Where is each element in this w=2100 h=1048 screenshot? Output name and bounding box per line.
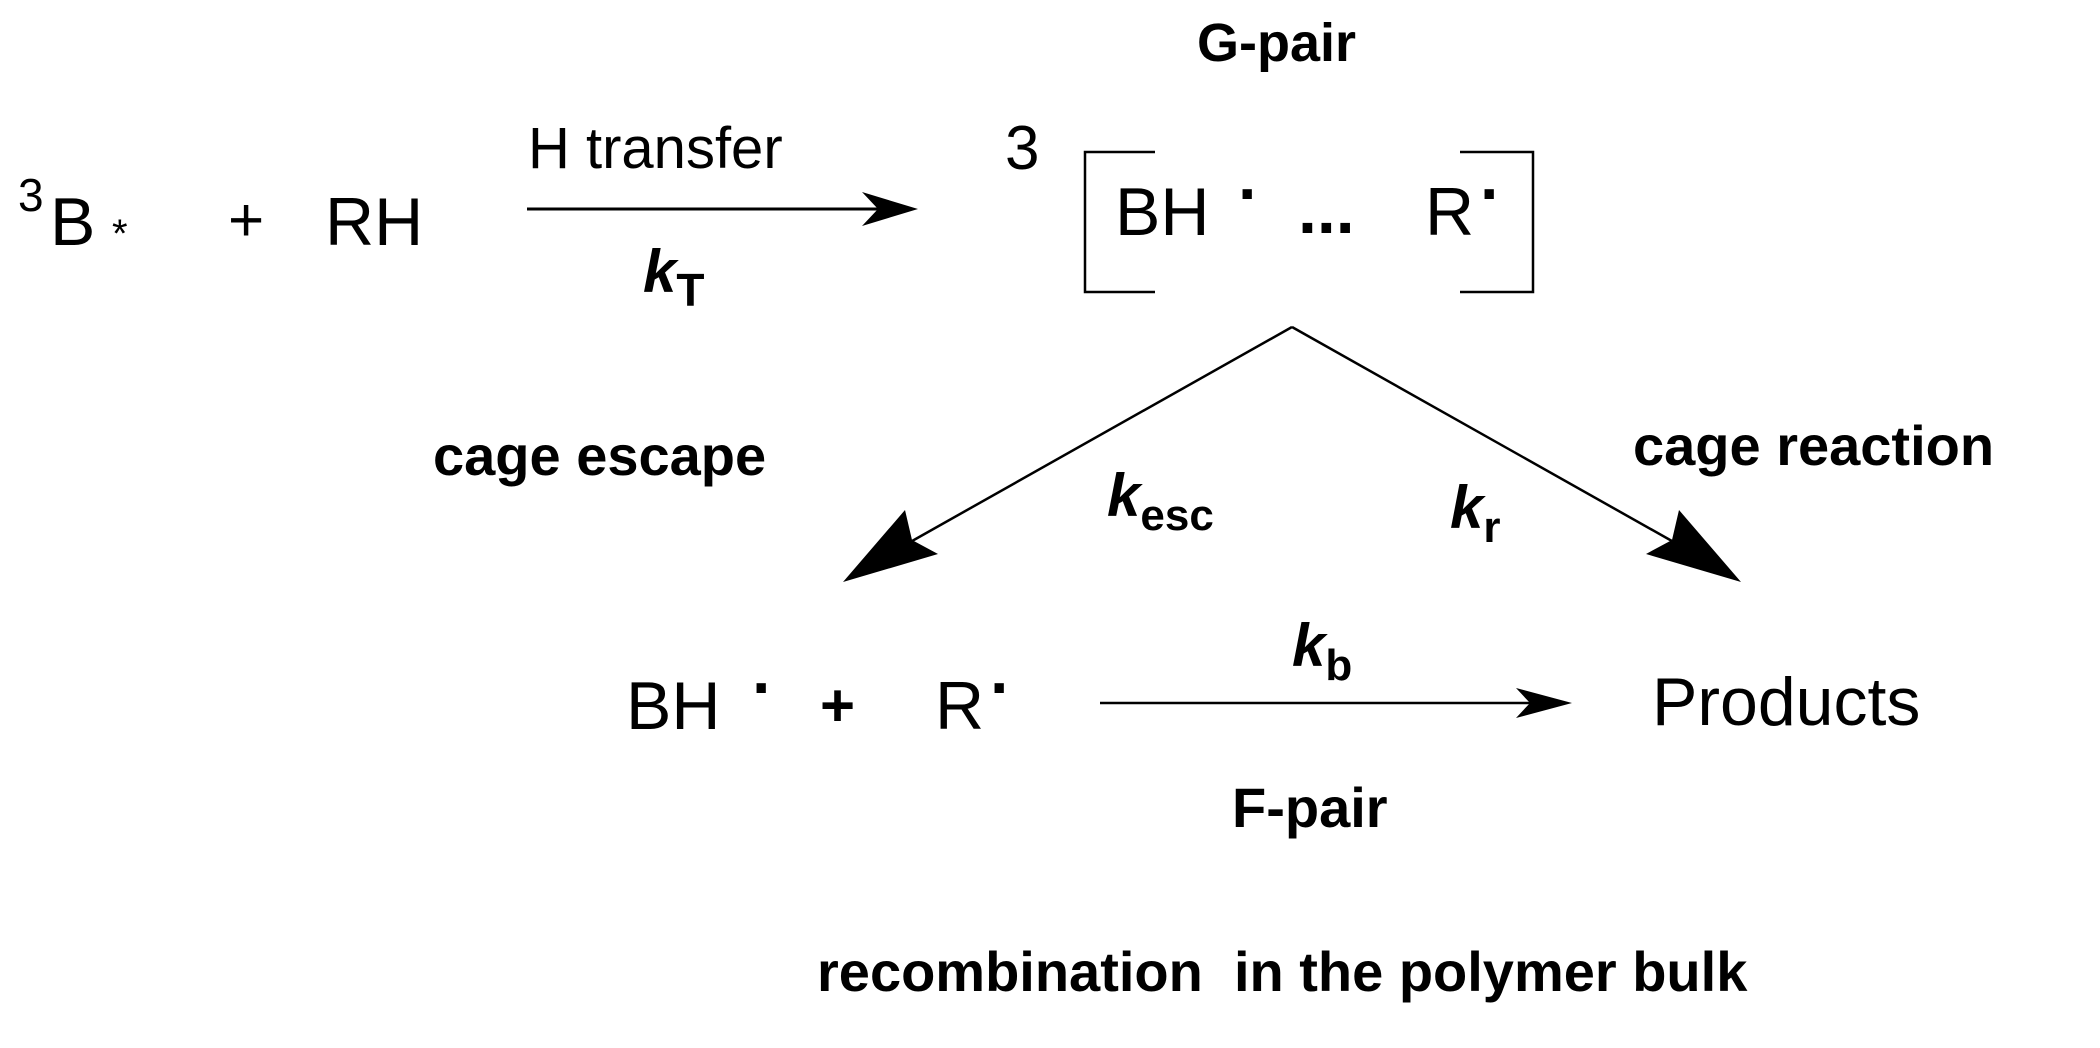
cage-reaction-arrow: [1291, 325, 1741, 582]
k-escape-label: kesc: [1107, 462, 1214, 540]
h-transfer-arrow: [527, 192, 918, 226]
g-pair-bh-radical-dot: ·: [1238, 156, 1260, 230]
bulk-recombination-caption: recombination in the polymer bulk: [817, 940, 1748, 1003]
g-pair-r: R: [1425, 174, 1475, 250]
rh-label: RH: [325, 184, 424, 260]
excited-star: *: [112, 212, 128, 256]
f-pair-bh: BH: [626, 668, 721, 744]
g-pair-r-radical-dot: ·: [1480, 156, 1502, 230]
k-reaction-label: kr: [1450, 474, 1501, 552]
g-pair-bh: BH: [1115, 174, 1210, 250]
triplet-superscript: 3: [18, 169, 44, 221]
benzophenone-label: B: [50, 184, 96, 260]
g-pair-left-bracket: [1083, 150, 1155, 294]
f-pair-title: F-pair: [1232, 776, 1388, 839]
bulk-arrow: [1100, 688, 1572, 718]
cage-reaction-label: cage reaction: [1633, 414, 1995, 477]
k-transfer-label: kT: [643, 238, 705, 316]
f-pair-r-radical-dot: ·: [990, 650, 1012, 724]
f-pair-plus: +: [820, 672, 856, 739]
g-pair-right-bracket: [1460, 150, 1535, 294]
k-bulk-label: kb: [1292, 612, 1353, 690]
cage-escape-arrow: [843, 325, 1293, 582]
g-pair-ellipsis: ...: [1298, 172, 1355, 248]
f-pair-r: R: [935, 668, 985, 744]
h-transfer-label: H transfer: [528, 116, 783, 181]
f-pair-bh-radical-dot: ·: [752, 650, 774, 724]
reactant-plus: +: [228, 186, 265, 255]
g-pair-multiplicity: 3: [1005, 114, 1040, 183]
products-label: Products: [1652, 664, 1921, 740]
g-pair-title: G-pair: [1197, 13, 1357, 73]
cage-escape-label: cage escape: [433, 424, 767, 487]
